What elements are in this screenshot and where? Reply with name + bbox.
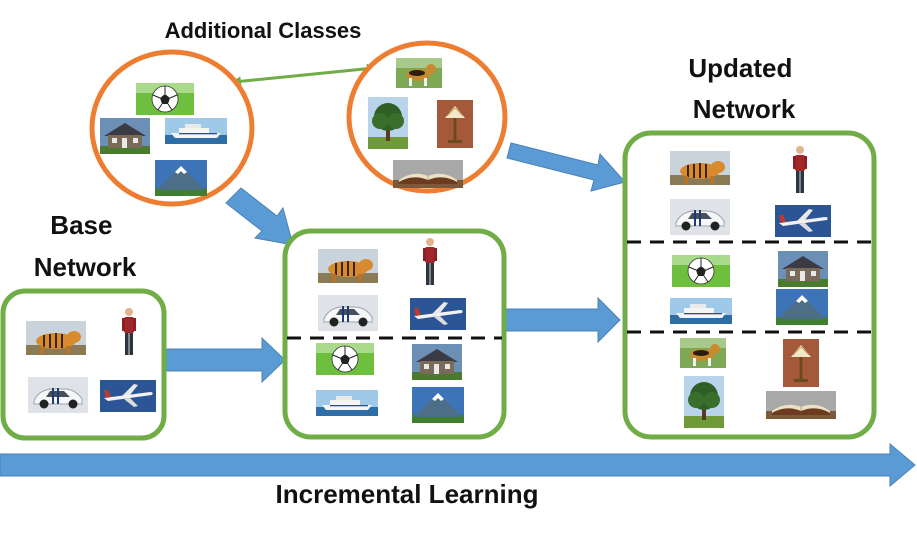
mountain-thumbnail <box>412 387 464 423</box>
person-thumbnail <box>790 145 810 195</box>
book-thumbnail <box>766 391 836 419</box>
arrow-middle-to-updated-box <box>504 296 621 344</box>
house-thumbnail <box>100 118 150 154</box>
car-thumbnail <box>670 199 730 235</box>
updated-network-label: Updated Network <box>688 53 799 124</box>
ship-thumbnail <box>670 298 732 324</box>
person-thumbnail <box>420 237 440 287</box>
soccer-ball-thumbnail <box>316 343 374 375</box>
additional-classes-label: Additional Classes <box>165 18 362 43</box>
house-thumbnail <box>778 251 828 287</box>
base-network-label: Base Network <box>34 210 137 282</box>
car-thumbnail <box>28 377 88 413</box>
tiger-thumbnail <box>26 321 86 355</box>
lamp-thumbnail <box>437 100 473 148</box>
updated-network-label-line2: Network <box>693 94 796 124</box>
soccer-ball-thumbnail <box>672 255 730 287</box>
airplane-thumbnail <box>100 380 156 412</box>
intermediate-network-box <box>282 228 507 440</box>
soccer-ball-thumbnail <box>136 83 194 115</box>
person-thumbnail <box>119 307 139 357</box>
arrow-circle2-to-updated-box <box>506 142 626 192</box>
base-network-label-line2: Network <box>34 252 137 282</box>
ship-thumbnail <box>316 390 378 416</box>
additional-classes-circle-1 <box>89 49 255 207</box>
tiger-thumbnail <box>318 249 378 283</box>
incremental-learning-label: Incremental Learning <box>276 479 539 509</box>
additional-classes-circle-2 <box>346 40 508 194</box>
mountain-thumbnail <box>776 289 828 325</box>
dog-thumbnail <box>680 338 726 368</box>
airplane-thumbnail <box>410 298 466 330</box>
house-thumbnail <box>412 344 462 380</box>
updated-network-label-line1: Updated <box>688 53 792 83</box>
airplane-thumbnail <box>775 205 831 237</box>
lamp-thumbnail <box>783 339 819 387</box>
double-headed-arrow-icon <box>231 63 377 87</box>
mountain-thumbnail <box>155 160 207 196</box>
updated-network-box <box>622 130 877 440</box>
dog-thumbnail <box>396 58 442 88</box>
ship-thumbnail <box>165 118 227 144</box>
book-thumbnail <box>393 160 463 188</box>
arrow-base-to-middle-box <box>164 336 286 384</box>
car-thumbnail <box>318 295 378 331</box>
tree-thumbnail <box>684 376 724 428</box>
tiger-thumbnail <box>670 151 730 185</box>
base-network-box <box>0 288 167 441</box>
arrow-circle1-to-middle-box <box>225 187 294 246</box>
incremental-learning-timeline-arrow <box>0 442 916 488</box>
base-network-label-line1: Base <box>50 210 112 240</box>
tree-thumbnail <box>368 97 408 149</box>
